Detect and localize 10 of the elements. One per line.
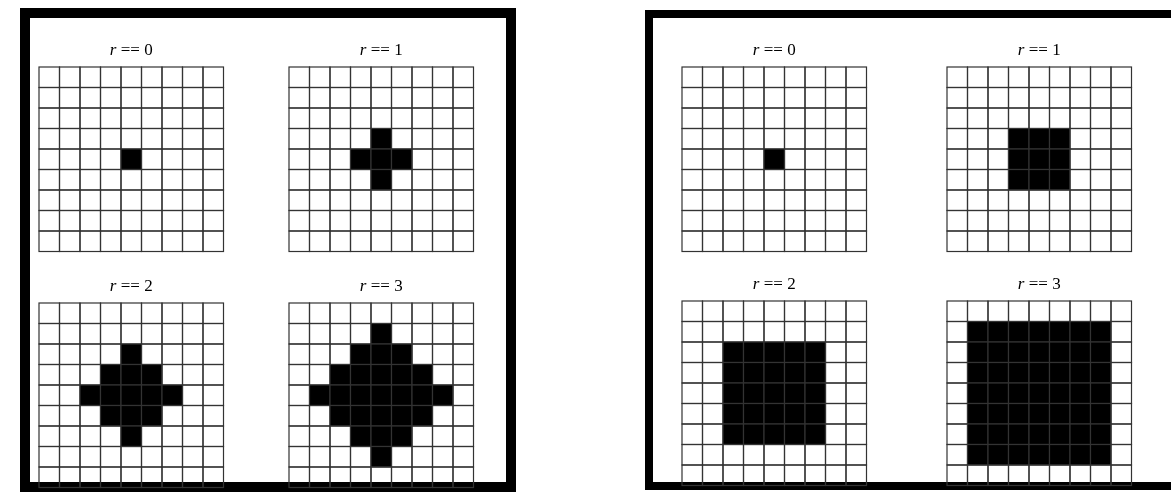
- grid-title: r == 2: [752, 274, 796, 294]
- grid-title: r == 2: [109, 276, 153, 296]
- grid-title: r == 0: [752, 40, 796, 60]
- panel-frame: [20, 8, 516, 492]
- panel-frame: [645, 10, 1171, 490]
- grid-title: r == 1: [359, 40, 403, 60]
- grid-title: r == 3: [359, 276, 403, 296]
- grid-title: r == 0: [109, 40, 153, 60]
- grid-title: r == 1: [1017, 40, 1061, 60]
- grid-title: r == 3: [1017, 274, 1061, 294]
